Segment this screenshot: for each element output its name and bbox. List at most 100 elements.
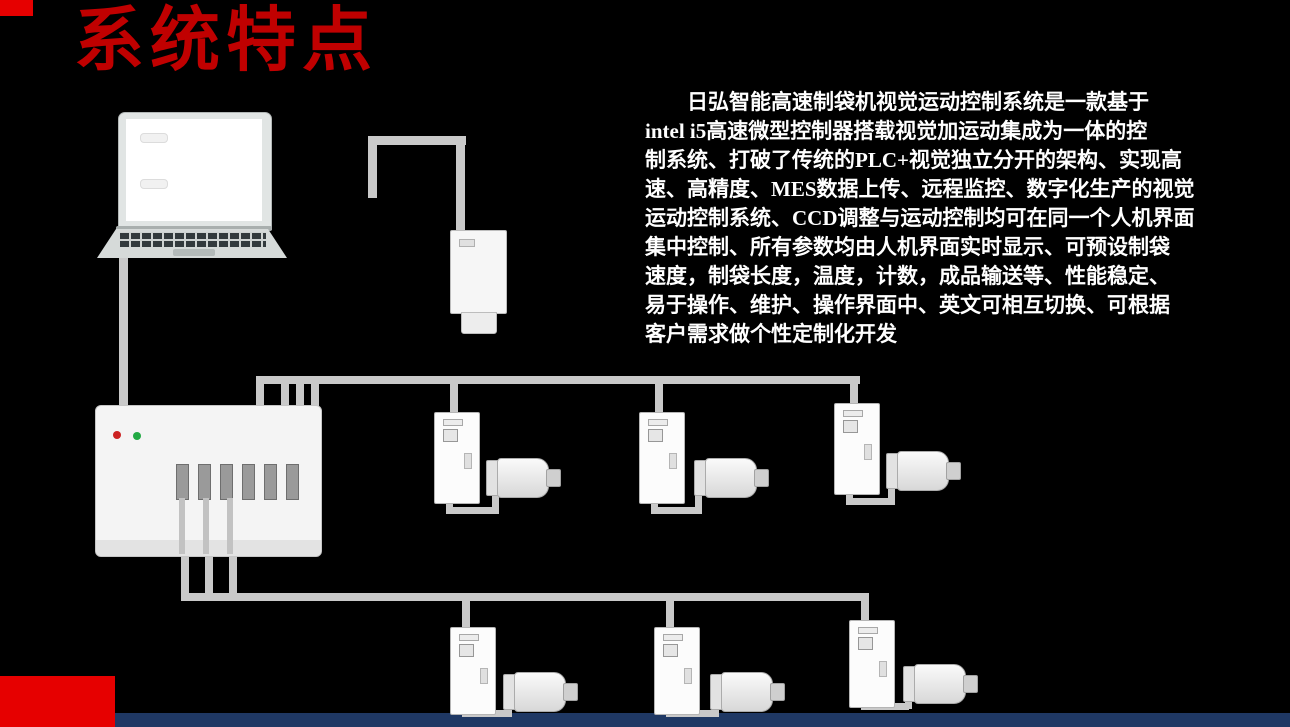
camera-cable-horizontal bbox=[368, 136, 466, 145]
slide-title: 系统特点 bbox=[74, 3, 378, 80]
motor-shaft bbox=[563, 683, 578, 701]
servo-drive-1 bbox=[434, 412, 480, 504]
laptop-controller-cable bbox=[119, 252, 128, 410]
drive-slot bbox=[443, 419, 463, 426]
servo-drive-3 bbox=[834, 403, 880, 495]
camera-lens bbox=[461, 312, 497, 334]
drive-connector bbox=[864, 444, 872, 460]
drop-mid-1 bbox=[450, 376, 458, 418]
drop-mid-3 bbox=[850, 376, 858, 410]
motor-cable-1 bbox=[492, 492, 499, 514]
motor-cable-4 bbox=[505, 704, 512, 717]
io-slot bbox=[198, 464, 211, 500]
laptop-display bbox=[126, 119, 262, 221]
laptop-screen bbox=[118, 112, 272, 230]
bottom-blue-bar bbox=[115, 713, 1290, 727]
io-slot bbox=[220, 464, 233, 500]
motor-cable-1 bbox=[446, 507, 498, 514]
io-slot bbox=[176, 464, 189, 500]
slide-description: 日弘智能高速制袋机视觉运动控制系统是一款基于 intel i5高速微型控制器搭载… bbox=[645, 90, 1195, 346]
drive-slot bbox=[648, 419, 668, 426]
drop-mid-2 bbox=[655, 376, 663, 418]
controller-descender-3 bbox=[229, 552, 237, 601]
servo-drive-6 bbox=[849, 620, 895, 708]
bottom-left-red-block bbox=[0, 676, 115, 727]
led-green-icon bbox=[133, 432, 141, 440]
motor-cable-5 bbox=[712, 704, 719, 717]
drive-slot bbox=[858, 627, 878, 634]
motor-body bbox=[721, 672, 773, 712]
drop-bot-3 bbox=[861, 593, 869, 627]
camera-cable-vertical bbox=[456, 136, 465, 236]
io-slot bbox=[264, 464, 277, 500]
middle-bus-cable bbox=[256, 376, 860, 384]
servo-drive-5 bbox=[654, 627, 700, 715]
motor-body bbox=[705, 458, 757, 498]
drive-connector bbox=[879, 661, 887, 677]
drive-display-window bbox=[443, 429, 458, 442]
motor-shaft bbox=[963, 675, 978, 693]
drop-bot-1 bbox=[462, 593, 470, 633]
bottom-bus-cable bbox=[181, 593, 862, 601]
motor-cable-3 bbox=[846, 489, 853, 505]
motor-shaft bbox=[946, 462, 961, 480]
servo-motor-3 bbox=[886, 451, 961, 491]
io-slot bbox=[242, 464, 255, 500]
servo-motor-4 bbox=[503, 672, 578, 712]
motor-body bbox=[514, 672, 566, 712]
motion-controller bbox=[95, 405, 322, 557]
watermark-icon bbox=[140, 179, 168, 189]
motor-body bbox=[914, 664, 966, 704]
motor-shaft bbox=[770, 683, 785, 701]
laptop-hinge bbox=[116, 226, 272, 231]
motor-cable-3 bbox=[888, 485, 895, 505]
motor-cable-1 bbox=[446, 498, 453, 514]
servo-motor-5 bbox=[710, 672, 785, 712]
controller-descender-1 bbox=[181, 552, 189, 601]
motor-body bbox=[497, 458, 549, 498]
drive-connector bbox=[464, 453, 472, 469]
motor-cable-2 bbox=[651, 498, 658, 514]
controller-riser-4 bbox=[311, 376, 319, 428]
inner-cable bbox=[203, 498, 209, 554]
drive-display-window bbox=[843, 420, 858, 433]
drive-display-window bbox=[459, 644, 474, 657]
drop-bot-2 bbox=[666, 593, 674, 633]
led-red-icon bbox=[113, 431, 121, 439]
drive-display-window bbox=[663, 644, 678, 657]
drive-display-window bbox=[858, 637, 873, 650]
laptop-touchpad bbox=[173, 249, 215, 256]
camera-cable-stub bbox=[368, 136, 377, 198]
inner-cable bbox=[227, 498, 233, 554]
inner-cable bbox=[179, 498, 185, 554]
drive-connector bbox=[669, 453, 677, 469]
controller-riser-1 bbox=[256, 376, 264, 428]
controller-riser-3 bbox=[296, 376, 304, 428]
servo-motor-1 bbox=[486, 458, 561, 498]
controller-riser-2 bbox=[281, 376, 289, 428]
laptop-keyboard bbox=[120, 232, 266, 247]
motor-shaft bbox=[754, 469, 769, 487]
servo-motor-6 bbox=[903, 664, 978, 704]
camera-detail bbox=[459, 239, 475, 247]
top-left-red-bar bbox=[0, 0, 33, 16]
drive-slot bbox=[843, 410, 863, 417]
drive-connector bbox=[480, 668, 488, 684]
controller-descender-2 bbox=[205, 552, 213, 601]
io-slot bbox=[286, 464, 299, 500]
drive-connector bbox=[684, 668, 692, 684]
drive-slot bbox=[663, 634, 683, 641]
ccd-camera bbox=[450, 230, 507, 314]
motor-body bbox=[897, 451, 949, 491]
motor-cable-2 bbox=[695, 492, 702, 514]
drive-display-window bbox=[648, 429, 663, 442]
motor-shaft bbox=[546, 469, 561, 487]
servo-drive-4 bbox=[450, 627, 496, 715]
watermark-icon bbox=[140, 133, 168, 143]
drive-slot bbox=[459, 634, 479, 641]
servo-drive-2 bbox=[639, 412, 685, 504]
servo-motor-2 bbox=[694, 458, 769, 498]
motor-cable-2 bbox=[651, 507, 701, 514]
motor-cable-3 bbox=[846, 498, 894, 505]
